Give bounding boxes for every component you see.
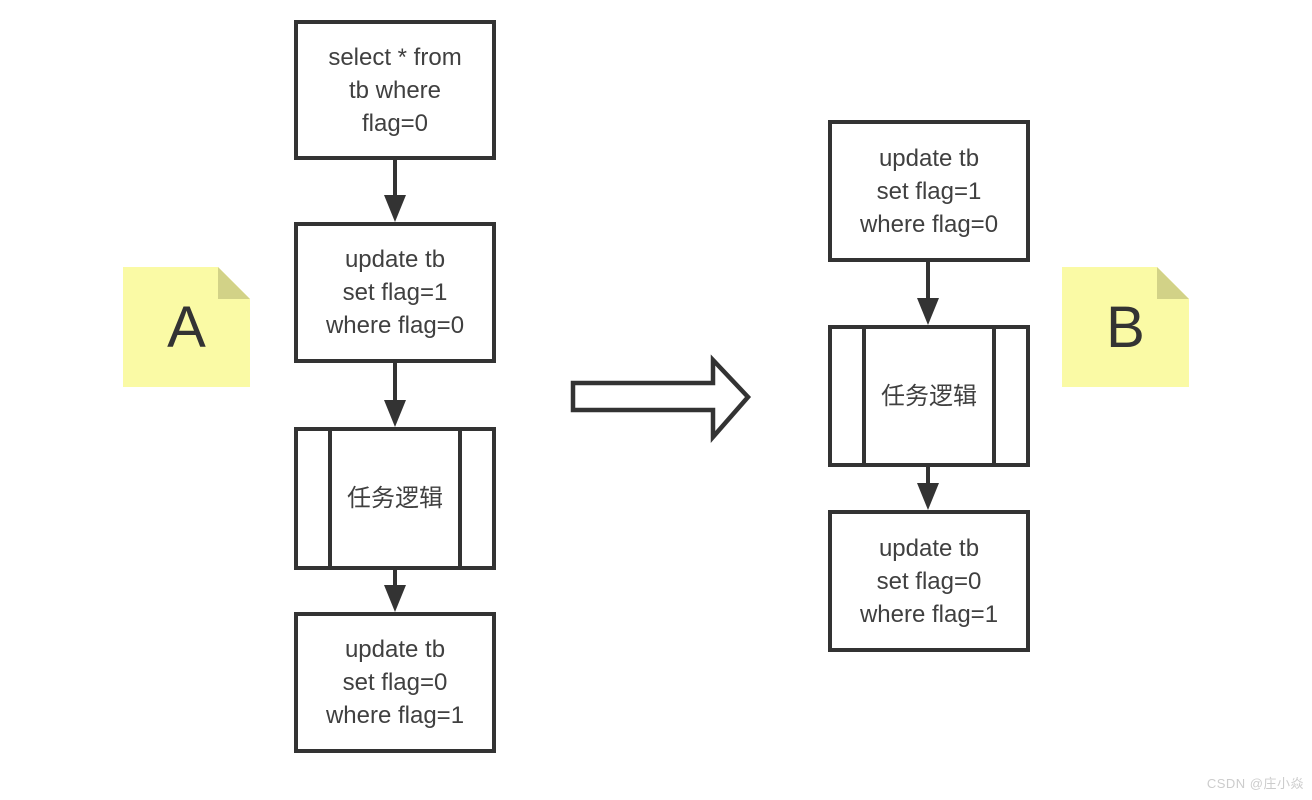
- arrow-shaft: [926, 467, 930, 483]
- flow-b-set-flag0-box: update tb set flag=0 where flag=1: [828, 510, 1030, 652]
- arrow-shaft: [393, 363, 397, 400]
- arrowhead-icon: [384, 400, 406, 427]
- note-a: A: [123, 267, 250, 387]
- flow-a-select-box: select * from tb where flag=0: [294, 20, 496, 160]
- note-b-label: B: [1106, 294, 1145, 360]
- note-b-shape: [1062, 267, 1189, 387]
- arrowhead-icon: [384, 195, 406, 222]
- note-a-shape: [123, 267, 250, 387]
- flow-b-connector-1: [917, 262, 939, 325]
- flow-a-connector-2: [384, 363, 406, 427]
- flow-a-set-flag0-box: update tb set flag=0 where flag=1: [294, 612, 496, 753]
- arrow-shaft: [926, 262, 930, 298]
- flow-b-set-flag1-box: update tb set flag=1 where flag=0: [828, 120, 1030, 262]
- arrow-shaft: [393, 160, 397, 195]
- note-a-label: A: [167, 294, 206, 360]
- watermark: CSDN @庄小焱: [1206, 776, 1304, 791]
- flow-b-task-logic-subprocess: 任务逻辑: [828, 325, 1030, 467]
- flow-b-connector-2: [917, 467, 939, 510]
- arrowhead-icon: [917, 483, 939, 510]
- arrow-shaft: [393, 570, 397, 585]
- arrowhead-icon: [384, 585, 406, 612]
- note-b: B: [1062, 267, 1189, 387]
- flow-a-task-logic-subprocess: 任务逻辑: [294, 427, 496, 570]
- flow-a-connector-3: [384, 570, 406, 612]
- right-arrow-icon: [570, 354, 752, 443]
- arrowhead-icon: [917, 298, 939, 325]
- flow-a-connector-1: [384, 160, 406, 222]
- flow-a-set-flag1-box: update tb set flag=1 where flag=0: [294, 222, 496, 363]
